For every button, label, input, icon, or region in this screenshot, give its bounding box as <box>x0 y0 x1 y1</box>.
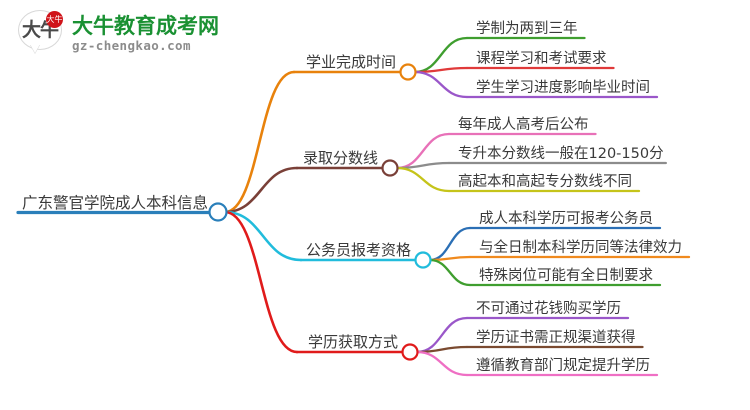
branch-label-1[interactable]: 学业完成时间 <box>306 53 396 71</box>
logo-badge-text: 大牛 <box>46 15 63 24</box>
leaf-label-3-1[interactable]: 成人本科学历可报考公务员 <box>479 210 653 227</box>
site-logo: 大牛 大牛 大牛教育成考网 gz-chengkao.com <box>18 10 219 56</box>
link-branch-to-leaf <box>428 258 472 287</box>
leaf-label-2-1[interactable]: 每年成人高考后公布 <box>458 116 589 133</box>
link-branch-to-leaf <box>415 350 469 377</box>
branch-label-3[interactable]: 公务员报考资格 <box>306 241 411 259</box>
link-branch-to-leaf <box>413 70 469 99</box>
branch-node-4[interactable] <box>401 343 419 361</box>
root-node[interactable] <box>208 202 228 222</box>
leaf-label-3-2[interactable]: 与全日制本科学历同等法律效力 <box>479 238 682 256</box>
link-root-to-branch <box>223 210 299 354</box>
link-branch-to-leaf <box>428 226 472 262</box>
leaf-label-4-2[interactable]: 学历证书需正规渠道获得 <box>476 329 636 346</box>
link-root-to-branch <box>223 70 296 214</box>
mindmap-links <box>223 36 472 377</box>
logo-red-dot-icon: 大牛 <box>46 11 63 28</box>
link-root-to-branch <box>223 210 303 262</box>
mindmap-underlines <box>16 36 691 377</box>
root-node-label: 广东警官学院成人本科信息 <box>22 193 208 212</box>
logo-bubble-tail-shape <box>30 44 40 53</box>
branch-node-2[interactable] <box>381 159 399 177</box>
leaf-label-4-3[interactable]: 遵循教育部门规定提升学历 <box>476 357 650 374</box>
branch-node-3[interactable] <box>414 251 432 269</box>
logo-title: 大牛教育成考网 <box>72 13 219 38</box>
leaf-label-1-3[interactable]: 学生学习进度影响毕业时间 <box>476 79 650 96</box>
mindmap-labels: 广东警官学院成人本科信息 学业完成时间 学制为两到三年课程学习和考试要求学生学习进度… <box>22 20 682 374</box>
link-branch-to-leaf <box>395 161 451 170</box>
leaf-label-1-1[interactable]: 学制为两到三年 <box>476 20 578 37</box>
logo-mark-icon: 大牛 大牛 <box>18 10 64 56</box>
link-branch-to-leaf <box>413 36 469 74</box>
link-root-to-branch <box>223 166 299 214</box>
leaf-label-2-2[interactable]: 专升本分数线一般在120-150分 <box>458 145 664 162</box>
link-branch-to-leaf <box>395 166 451 193</box>
branch-node-1[interactable] <box>399 63 417 81</box>
branch-label-4[interactable]: 学历获取方式 <box>308 333 398 351</box>
leaf-label-3-3[interactable]: 特殊岗位可能有全日制要求 <box>479 266 653 284</box>
link-branch-to-leaf <box>415 345 469 354</box>
logo-subtitle: gz-chengkao.com <box>72 37 191 53</box>
leaf-label-2-3[interactable]: 高起本和高起专分数线不同 <box>458 173 632 190</box>
mindmap-nodes <box>208 63 432 361</box>
leaf-label-1-2[interactable]: 课程学习和考试要求 <box>476 50 607 67</box>
leaf-label-4-1[interactable]: 不可通过花钱购买学历 <box>476 300 621 317</box>
branch-label-2[interactable]: 录取分数线 <box>303 149 378 167</box>
logo-text-block: 大牛教育成考网 gz-chengkao.com <box>72 14 219 53</box>
